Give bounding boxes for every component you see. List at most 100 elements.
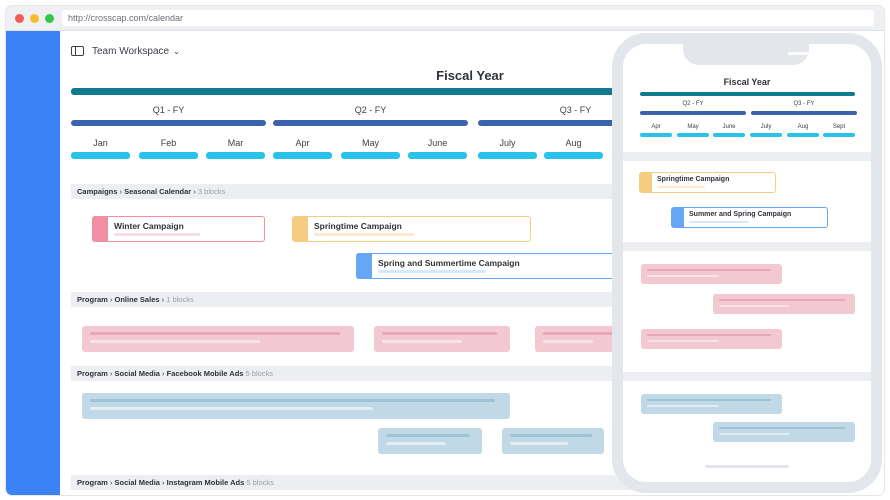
breadcrumb-item[interactable]: Program	[77, 478, 108, 487]
placeholder-line	[386, 442, 446, 445]
placeholder-line	[647, 399, 771, 401]
month-jan[interactable]: Jan	[71, 138, 130, 162]
campaign-block-springtime[interactable]: Springtime Campaign	[292, 216, 531, 242]
month-june[interactable]: June	[408, 138, 467, 162]
campaign-block-spring-summer[interactable]: Spring and Summertime Campaign	[356, 253, 620, 279]
breadcrumb-item[interactable]: Facebook Mobile Ads	[166, 369, 244, 378]
placeholder-block[interactable]	[82, 326, 354, 352]
phone-quarter-q2[interactable]: Q2 - FY	[640, 101, 746, 117]
phone-placeholder-block[interactable]	[713, 294, 855, 314]
placeholder-line	[719, 427, 845, 429]
quarter-label: Q3 - FY	[559, 105, 592, 115]
campaign-color-tag	[93, 217, 108, 241]
section-header-instagram-ads[interactable]: Program › Social Media › Instagram Mobil…	[71, 475, 631, 490]
phone-camera	[832, 51, 838, 57]
placeholder-line	[510, 442, 568, 445]
campaign-detail-line	[657, 186, 705, 188]
phone-month-may[interactable]: May	[677, 124, 709, 140]
phone-month-sept[interactable]: Sept	[823, 124, 855, 140]
workspace-selector[interactable]: Team Workspace ⌄	[71, 43, 180, 59]
placeholder-block[interactable]	[502, 428, 604, 454]
month-label: Apr	[651, 124, 661, 130]
phone-month-july[interactable]: July	[750, 124, 782, 140]
phone-campaign-summer-spring[interactable]: Summer and Spring Campaign	[671, 207, 828, 228]
breadcrumb-item[interactable]: Social Media	[114, 478, 160, 487]
month-apr[interactable]: Apr	[273, 138, 332, 162]
placeholder-block[interactable]	[378, 428, 482, 454]
breadcrumb-item[interactable]: Program	[77, 369, 108, 378]
placeholder-line	[386, 434, 470, 437]
quarter-bar	[273, 120, 468, 126]
maximize-window-button[interactable]	[45, 14, 54, 23]
month-bar	[478, 152, 537, 159]
section-header-campaigns[interactable]: Campaigns › Seasonal Calendar › 3 blocks	[71, 184, 631, 199]
breadcrumb-item[interactable]: Program	[77, 295, 108, 304]
campaign-label: Springtime Campaign	[314, 221, 402, 231]
phone-quarter-q3[interactable]: Q3 - FY	[751, 101, 857, 117]
month-label: Aug	[797, 124, 809, 130]
minimize-window-button[interactable]	[30, 14, 39, 23]
breadcrumb-item[interactable]: Social Media	[114, 369, 160, 378]
placeholder-block[interactable]	[374, 326, 510, 352]
month-label: May	[361, 138, 379, 148]
phone-placeholder-block[interactable]	[641, 394, 782, 414]
fiscal-year-title: Fiscal Year	[436, 68, 504, 83]
month-label: Sept	[832, 124, 846, 130]
section-header-online-sales[interactable]: Program › Online Sales › 1 blocks	[71, 292, 631, 307]
campaign-block-winter[interactable]: Winter Campaign	[92, 216, 265, 242]
phone-month-aug[interactable]: Aug	[787, 124, 819, 140]
month-mar[interactable]: Mar	[206, 138, 265, 162]
phone-month-apr[interactable]: Apr	[640, 124, 672, 140]
phone-placeholder-block[interactable]	[641, 264, 782, 284]
address-bar[interactable]: http://crosscap.com/calendar	[62, 10, 874, 26]
phone-placeholder-block[interactable]	[713, 422, 855, 442]
breadcrumb-item[interactable]: Seasonal Calendar	[124, 187, 192, 196]
placeholder-line	[543, 332, 620, 335]
campaign-label: Winter Campaign	[114, 221, 184, 231]
month-july[interactable]: July	[478, 138, 537, 162]
phone-placeholder-block[interactable]	[641, 329, 782, 349]
campaign-detail-line	[314, 233, 414, 236]
section-header-facebook-ads[interactable]: Program › Social Media › Facebook Mobile…	[71, 366, 631, 381]
placeholder-line	[647, 269, 771, 271]
month-bar	[206, 152, 265, 159]
breadcrumb-item[interactable]: Online Sales	[114, 295, 160, 304]
phone-section-divider	[623, 372, 871, 381]
block-count: 5 blocks	[246, 478, 274, 487]
campaign-color-tag	[640, 173, 652, 192]
breadcrumb-item[interactable]: Instagram Mobile Ads	[166, 478, 245, 487]
placeholder-line	[90, 399, 495, 402]
placeholder-block[interactable]	[535, 326, 620, 352]
month-bar	[341, 152, 400, 159]
month-feb[interactable]: Feb	[139, 138, 198, 162]
block-count: 5 blocks	[245, 369, 274, 378]
month-label: Aug	[565, 138, 582, 148]
month-bar	[750, 133, 782, 137]
campaign-color-tag	[293, 217, 308, 241]
quarter-q2[interactable]: Q2 - FY	[273, 105, 468, 133]
placeholder-line	[647, 275, 719, 277]
placeholder-line	[90, 332, 340, 335]
quarter-label: Q2 - FY	[682, 101, 704, 107]
quarter-bar	[71, 120, 266, 126]
quarter-q3[interactable]: Q3 - FY	[478, 105, 673, 133]
phone-fiscal-year-title: Fiscal Year	[723, 77, 771, 87]
month-bar	[139, 152, 198, 159]
placeholder-block[interactable]	[82, 393, 510, 419]
month-aug[interactable]: Aug	[544, 138, 603, 162]
phone-campaign-springtime[interactable]: Springtime Campaign	[639, 172, 776, 193]
placeholder-line	[382, 340, 462, 343]
quarter-q1[interactable]: Q1 - FY	[71, 105, 266, 133]
quarter-label: Q3 - FY	[793, 101, 815, 107]
placeholder-line	[90, 407, 373, 410]
campaign-detail-line	[689, 221, 749, 223]
close-window-button[interactable]	[15, 14, 24, 23]
quarter-label: Q1 - FY	[152, 105, 185, 115]
phone-month-june[interactable]: June	[713, 124, 745, 140]
breadcrumb-item[interactable]: Campaigns	[77, 187, 118, 196]
campaign-label: Springtime Campaign	[657, 176, 730, 183]
phone-speaker	[788, 52, 820, 55]
month-may[interactable]: May	[341, 138, 400, 162]
sidebar	[6, 31, 60, 495]
campaign-label: Summer and Spring Campaign	[689, 211, 792, 218]
